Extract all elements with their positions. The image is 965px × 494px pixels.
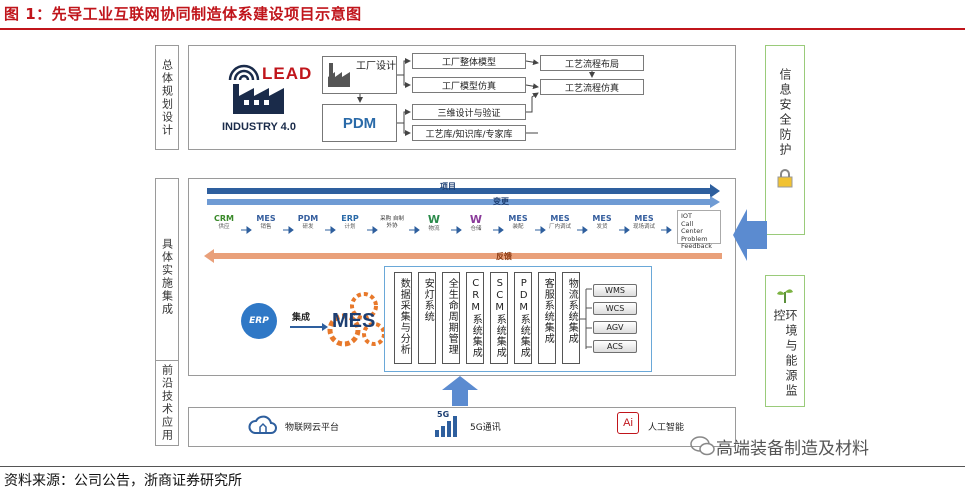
five-g-icon-label: 5G [437, 410, 450, 419]
factory-design-label: 工厂设计 [356, 61, 396, 72]
chip-agv: AGV [593, 321, 637, 334]
factory-sim-box: 工厂模型仿真 [412, 77, 526, 93]
left-label-integration: 具体实施集成 [155, 178, 179, 376]
column-logistics: 物流系统集成 [562, 272, 580, 364]
industry-40-text: INDUSTRY 4.0 [222, 121, 296, 133]
factory-icon [328, 63, 350, 87]
ai-label: 人工智能 [648, 423, 685, 433]
left-label-planning: 总体规划设计 [155, 45, 179, 150]
column-andon: 安灯系统 [418, 272, 436, 364]
lead-logo-icon [228, 64, 284, 114]
lock-icon [777, 169, 793, 188]
right-energy-panel: 环境与能源监控 [765, 275, 805, 407]
feedback-bar [204, 249, 722, 263]
flow-item-procure: 采购 自制 外协 [380, 216, 404, 229]
iot-cloud-label: 物联网云平台 [285, 423, 340, 433]
left-arrow-icon [733, 209, 767, 261]
process-layout-box: 工艺流程布局 [540, 55, 644, 71]
figure-title: 图 1：先导工业互联网协同制造体系建设项目示意图 [4, 5, 362, 23]
up-arrow-icon [442, 376, 478, 406]
column-data-collection: 数据采集与分析 [394, 272, 412, 364]
lead-logo-text: LEAD [262, 64, 313, 83]
energy-plant-icon [777, 289, 793, 303]
column-scm: SCM系统集成 [490, 272, 508, 364]
ai-icon: Ai [617, 412, 639, 434]
source-note: 资料来源：公司公告，浙商证券研究所 [4, 473, 242, 489]
feedback-label: 反馈 [496, 252, 512, 261]
chips-bracket [580, 288, 592, 349]
iot-feedback-box: IOT Call Center Problem Feedback [677, 210, 721, 250]
integrate-arrow-icon [290, 323, 328, 331]
project-label: 项目 [440, 182, 456, 191]
title-rule [0, 28, 965, 30]
column-customer-service: 客服系统集成 [538, 272, 556, 364]
wechat-icon [690, 436, 715, 456]
cloud-icon [248, 415, 277, 434]
pdm-top-label: PDM [342, 114, 377, 132]
mes-brand-label: MES [332, 310, 376, 332]
signal-icon [435, 416, 457, 437]
column-lifecycle: 全生命周期管理 [442, 272, 460, 364]
change-label: 变更 [493, 197, 509, 206]
five-g-label: 5G通讯 [470, 423, 501, 433]
source-rule [0, 466, 965, 467]
left-label-frontier: 前沿技术应用 [155, 360, 179, 446]
right-security-panel: 信息安全防护 [765, 45, 805, 235]
project-bar [207, 184, 720, 198]
three-d-box: 三维设计与验证 [412, 104, 526, 120]
integrate-label: 集成 [292, 313, 311, 323]
watermark-text: 高端装备制造及材料 [716, 439, 869, 459]
chip-wcs: WCS [593, 302, 637, 315]
change-bar [207, 196, 720, 208]
knowledge-box: 工艺库/知识库/专家库 [412, 125, 526, 141]
process-sim-box: 工艺流程仿真 [540, 79, 644, 95]
pdm-top-box: PDM [322, 104, 397, 142]
column-crm: CRM系统集成 [466, 272, 484, 364]
factory-model-box: 工厂整体模型 [412, 53, 526, 69]
chip-acs: ACS [593, 340, 637, 353]
frontier-panel [188, 407, 736, 447]
column-pdm: PDM系统集成 [514, 272, 532, 364]
factory-design-box [322, 56, 397, 94]
chip-wms: WMS [593, 284, 637, 297]
erp-circle-icon: ERP [241, 303, 277, 339]
